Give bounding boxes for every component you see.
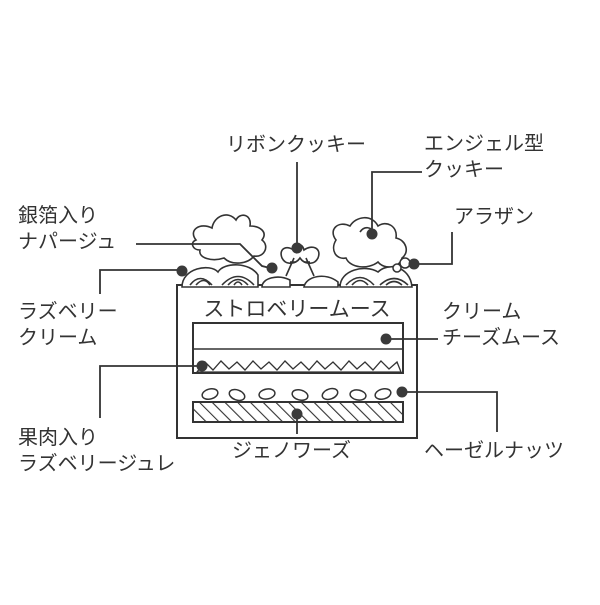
label-line: ラズベリー: [18, 299, 118, 323]
label-line: ラズベリージュレ: [18, 451, 176, 475]
leader-raspberry-jelly: [99, 365, 202, 418]
dot-angel-cookie: [366, 228, 378, 240]
raspberry-cream-swirls: [181, 264, 413, 288]
label-line: クリーム: [442, 299, 522, 323]
hazelnut: [321, 387, 339, 401]
label-hazelnuts: ヘーゼルナッツ: [424, 437, 564, 463]
dot-silver-napage: [266, 262, 278, 274]
leader-lines: [99, 162, 498, 434]
dot-raspberry-jelly: [196, 360, 208, 372]
leader-argent: [418, 232, 453, 265]
label-line: ヘーゼルナッツ: [424, 438, 564, 462]
angel-cookie-right: [332, 216, 408, 268]
label-line: アラザン: [454, 204, 534, 228]
label-argent: アラザン: [454, 203, 534, 229]
label-line: リボンクッキー: [226, 132, 366, 156]
label-line: ナパージュ: [18, 229, 117, 253]
leader-angel-cookie: [371, 171, 422, 232]
label-line: ジェノワーズ: [232, 438, 351, 462]
label-raspberry-cream: ラズベリー クリーム: [18, 298, 118, 350]
hazelnut: [374, 387, 392, 401]
label-silver-napage: 銀箔入り ナパージュ: [18, 202, 116, 254]
raspberry-jelly-layer: [195, 360, 402, 373]
dot-raspberry-cream: [176, 265, 188, 277]
dot-argent: [408, 258, 420, 270]
hazelnut: [201, 387, 219, 401]
angel-cookie-left: [191, 214, 267, 264]
leader-silver-napage: [136, 243, 271, 269]
dot-hazelnuts: [396, 386, 408, 398]
label-angel-cookie: エンジェル型 クッキー: [424, 130, 544, 182]
hazelnut: [258, 388, 276, 400]
hazelnut-layer: [201, 387, 392, 402]
label-raspberry-jelly: 果肉入り ラズベリージュレ: [18, 424, 175, 476]
dot-ribbon-cookie: [291, 242, 303, 254]
label-line: クリーム: [18, 325, 98, 349]
leader-raspberry-cream: [99, 269, 180, 294]
strawberry-mousse-label: ストロベリームース: [203, 297, 390, 321]
label-cream-cheese-mousse: クリーム チーズムース: [442, 298, 560, 350]
label-line: エンジェル型: [424, 131, 544, 155]
label-line: チーズムース: [442, 325, 560, 349]
label-line: 銀箔入り: [18, 203, 98, 227]
label-line: 果肉入り: [18, 425, 98, 449]
leader-dots: [176, 228, 420, 420]
dot-genoise: [291, 408, 303, 420]
label-genoise: ジェノワーズ: [232, 437, 351, 463]
label-line: クッキー: [424, 157, 504, 181]
argent-bead: [392, 263, 402, 273]
hazelnut: [228, 388, 246, 402]
hazelnut: [349, 389, 367, 401]
label-ribbon-cookie: リボンクッキー: [226, 131, 366, 157]
leader-hazelnuts: [402, 391, 498, 432]
hazelnut: [291, 388, 309, 402]
dot-cream-cheese-mousse: [380, 333, 392, 345]
